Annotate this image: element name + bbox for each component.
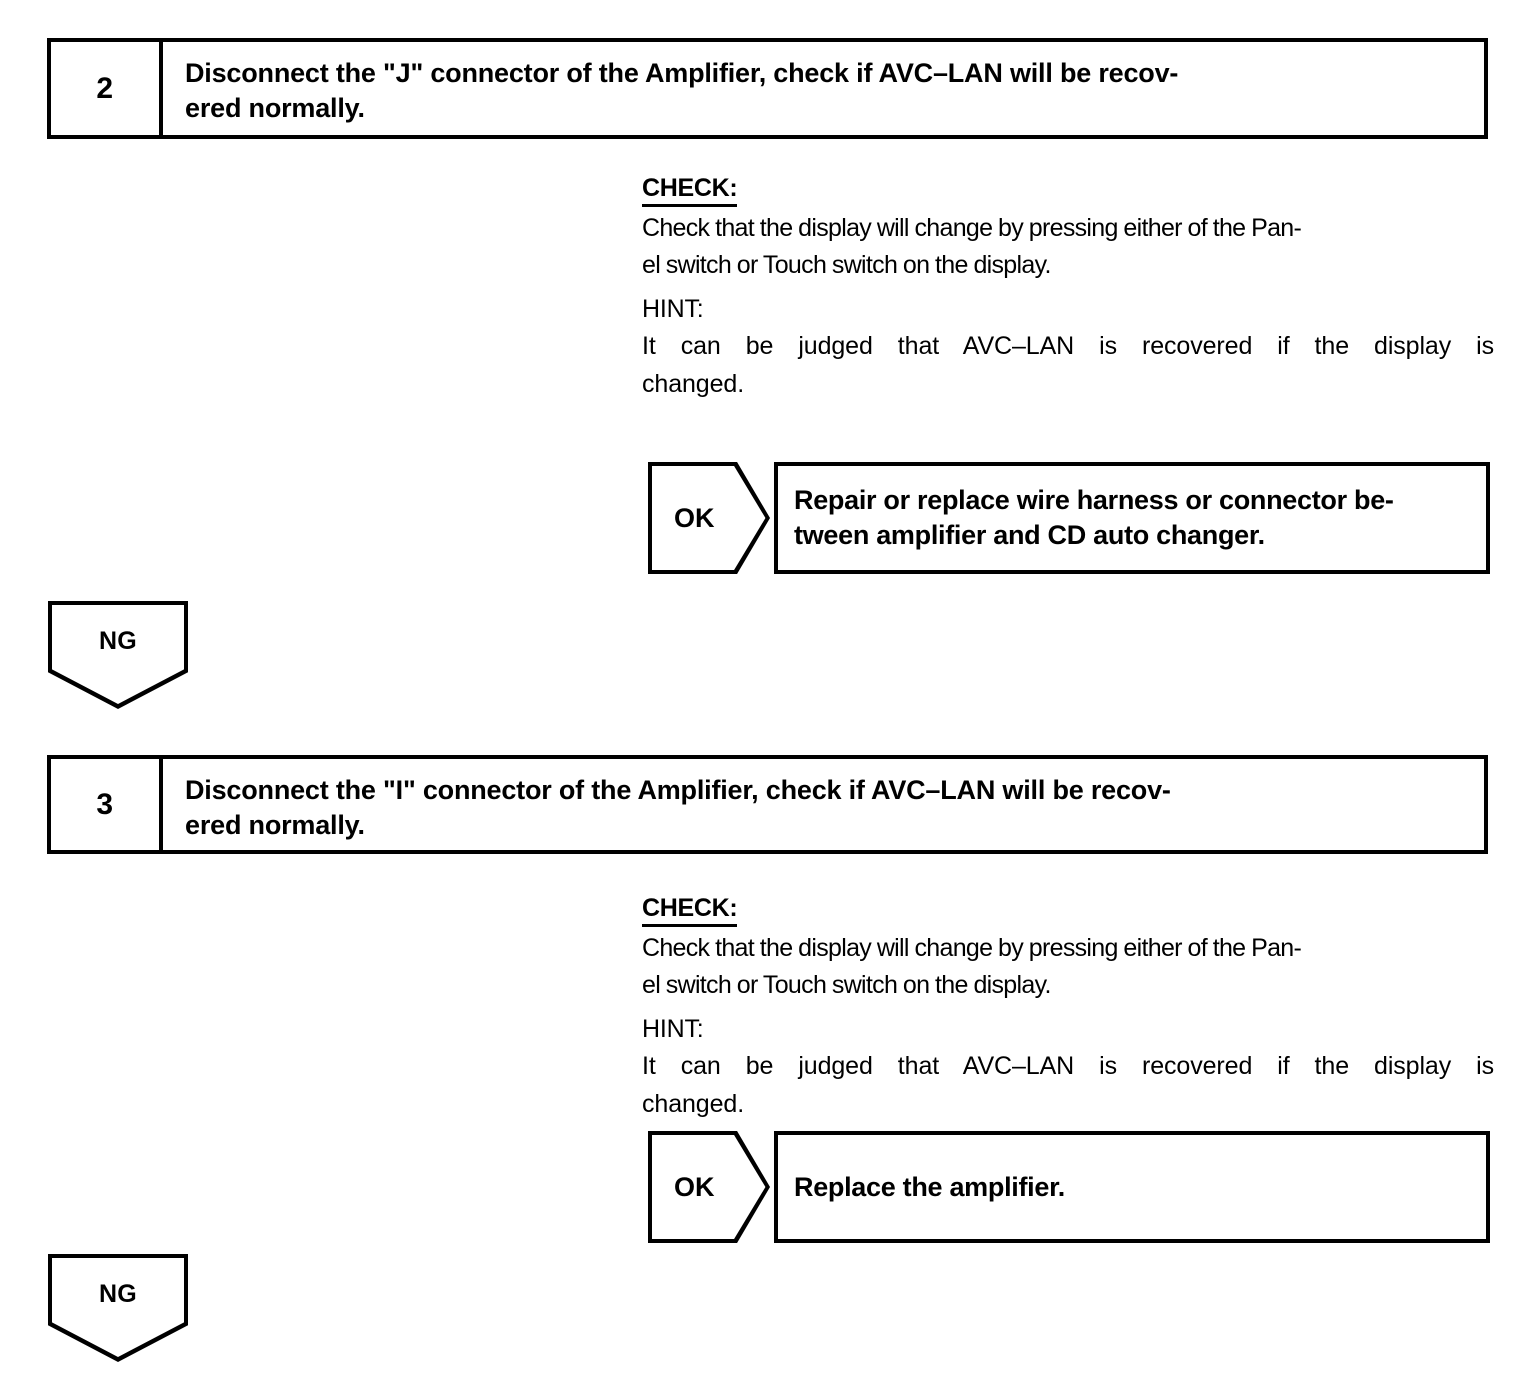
step-instruction-2-line2: ered normally.: [185, 92, 365, 123]
check-label-2: CHECK:: [642, 170, 1502, 210]
hint-body-3-line1: It can be judged that AVC–LAN is recover…: [642, 1052, 1494, 1081]
check-body-3-line1: Check that the display will change by pr…: [642, 933, 1302, 962]
step-instruction-2: Disconnect the "J" connector of the Ampl…: [163, 42, 1484, 135]
hint-body-3-line2: changed.: [642, 1089, 745, 1118]
result-text-2: Repair or replace wire harness or connec…: [794, 483, 1394, 552]
result-box-3: Replace the amplifier.: [774, 1131, 1490, 1243]
check-body-2-line2: el switch or Touch switch on the display…: [642, 251, 1051, 280]
ok-label-2: OK: [674, 502, 715, 533]
ng-branch-3: NG: [48, 1254, 188, 1362]
hint-body-2-line1: It can be judged that AVC–LAN is recover…: [642, 332, 1494, 361]
step-number-3: 3: [51, 759, 163, 850]
hint-label-3: HINT:: [642, 1014, 704, 1043]
check-body-3-line2: el switch or Touch switch on the display…: [642, 971, 1051, 1000]
result-text-2-line2: tween amplifier and CD auto changer.: [794, 520, 1265, 550]
ng-branch-2: NG: [48, 601, 188, 709]
ok-branch-2: OK: [648, 462, 770, 574]
ok-label-3: OK: [674, 1171, 715, 1202]
hint-body-3: It can be judged that AVC–LAN is recover…: [642, 1048, 1494, 1123]
step-box-2: 2 Disconnect the "J" connector of the Am…: [47, 38, 1488, 139]
check-label-text-3: CHECK:: [642, 894, 738, 927]
check-label-text-2: CHECK:: [642, 174, 738, 207]
ng-label-3: NG: [98, 1280, 138, 1308]
hint-body-2-line2: changed.: [642, 369, 745, 398]
result-text-2-line1: Repair or replace wire harness or connec…: [794, 485, 1394, 516]
result-text-3: Replace the amplifier.: [794, 1170, 1065, 1205]
ok-branch-3: OK: [648, 1131, 770, 1243]
result-box-2: Repair or replace wire harness or connec…: [774, 462, 1490, 574]
result-text-3-line1: Replace the amplifier.: [794, 1171, 1066, 1202]
step-instruction-2-line1: Disconnect the "J" connector of the Ampl…: [185, 58, 1179, 88]
check-label-3: CHECK:: [642, 890, 1502, 930]
check-body-2-line1: Check that the display will change by pr…: [642, 213, 1302, 242]
hint-body-2: It can be judged that AVC–LAN is recover…: [642, 328, 1494, 403]
ng-label-2: NG: [98, 627, 138, 655]
step-instruction-3-line1: Disconnect the "I" connector of the Ampl…: [185, 775, 1171, 805]
hint-label-2: HINT:: [642, 294, 704, 323]
step-instruction-3-line2: ered normally.: [185, 809, 365, 840]
check-hint-block-3: CHECK: Check that the display will chang…: [642, 890, 1502, 1123]
check-body-2: Check that the display will change by pr…: [642, 210, 1502, 285]
step-instruction-3: Disconnect the "I" connector of the Ampl…: [163, 759, 1484, 850]
check-hint-block-2: CHECK: Check that the display will chang…: [642, 170, 1502, 403]
check-body-3: Check that the display will change by pr…: [642, 930, 1502, 1005]
step-number-2: 2: [51, 42, 163, 135]
step-box-3: 3 Disconnect the "I" connector of the Am…: [47, 755, 1488, 854]
